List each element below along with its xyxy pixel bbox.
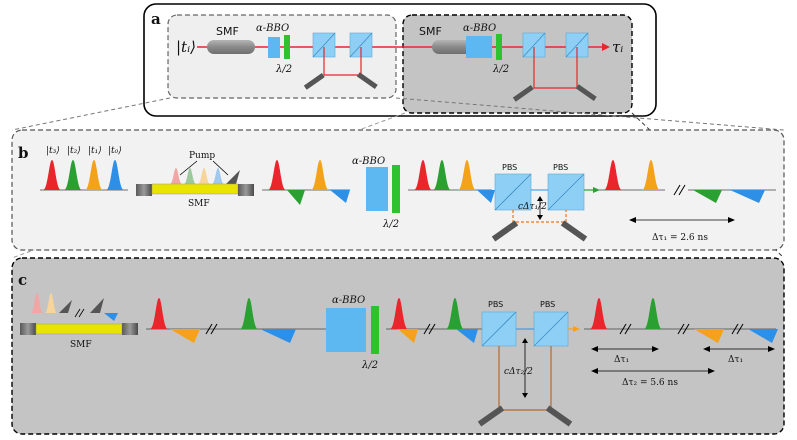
fiber-coupler-right bbox=[238, 184, 254, 196]
waveplate-label-1: λ/2 bbox=[275, 64, 292, 75]
state-label-t0: |t₀⟩ bbox=[108, 146, 122, 156]
pbs-right-label-c: PBS bbox=[540, 300, 555, 309]
pulse-t2 bbox=[64, 160, 82, 190]
pbs-left-label-b: PBS bbox=[502, 163, 517, 172]
panel-b: b |t₃⟩ |t₂⟩ |t₁⟩ |t₀⟩ Pump SMF α-BBO bbox=[11, 129, 785, 251]
tau-right-c: Δτ₁ bbox=[728, 355, 743, 365]
pulse-t0 bbox=[106, 160, 124, 190]
bbo-label-2: α-BBO bbox=[463, 23, 496, 34]
panel-a: a |tᵢ⟩ SMF α-BBO λ/2 SMF α-BBO λ/2 τᵢ bbox=[143, 3, 657, 117]
fiber-coupler-left bbox=[136, 184, 152, 196]
bbo-label-b: α-BBO bbox=[352, 156, 385, 167]
waveplate-label-c: λ/2 bbox=[361, 360, 378, 371]
waveplate-c bbox=[371, 306, 379, 354]
delay-measure-c: Δτ₂ = 5.6 ns bbox=[622, 378, 678, 388]
arrow-right-icon bbox=[593, 187, 600, 193]
mirror-2b bbox=[575, 84, 597, 101]
arrow-up-icon bbox=[522, 338, 528, 343]
mirror-1a bbox=[303, 73, 325, 90]
mirror-2a bbox=[512, 85, 534, 102]
smf-label-b: SMF bbox=[188, 199, 210, 209]
delay-label-b: cΔτ₁/2 bbox=[518, 202, 547, 212]
arrow-up-icon bbox=[537, 196, 543, 201]
state-label-t3: |t₃⟩ bbox=[46, 146, 60, 156]
bbo-crystal-c bbox=[326, 308, 366, 352]
delay-loop-c bbox=[498, 346, 552, 411]
panel-c: c SMF α-BBO λ/2 PB bbox=[11, 257, 785, 435]
smf-label-c: SMF bbox=[70, 340, 92, 350]
arrow-icon bbox=[602, 43, 610, 51]
delay-measure-b: Δτ₁ = 2.6 ns bbox=[652, 233, 708, 243]
bbo-crystal-b bbox=[366, 167, 388, 211]
arrow-down-icon bbox=[522, 393, 528, 398]
smf-fiber-b bbox=[151, 183, 239, 195]
pump-label: Pump bbox=[189, 151, 215, 161]
mirror-c-left bbox=[477, 405, 505, 427]
bbo-label-1: α-BBO bbox=[256, 23, 289, 34]
bbo-crystal-2 bbox=[466, 36, 492, 58]
mirror-1b bbox=[356, 72, 378, 89]
state-label-t1: |t₁⟩ bbox=[88, 146, 102, 156]
smf-fiber-c bbox=[35, 323, 123, 335]
panel-c-label: c bbox=[18, 271, 27, 289]
arrow-right-icon bbox=[573, 326, 580, 332]
input-state-label: |tᵢ⟩ bbox=[176, 38, 196, 56]
waveplate-label-2: λ/2 bbox=[492, 64, 509, 75]
waveplate-2 bbox=[496, 34, 502, 60]
smf-fiber-1 bbox=[207, 40, 255, 54]
mirror-b-left bbox=[491, 220, 519, 242]
delay-label-c: cΔτ₂/2 bbox=[504, 367, 533, 377]
waveplate-1 bbox=[284, 35, 290, 59]
mirror-b-right bbox=[560, 220, 588, 242]
tau-left-c: Δτ₁ bbox=[614, 355, 629, 365]
arrow-down-icon bbox=[537, 215, 543, 220]
smf-label-2: SMF bbox=[419, 25, 442, 38]
fiber-coupler-left-c bbox=[20, 323, 36, 335]
fiber-coupler-right-c bbox=[122, 323, 138, 335]
delay-loop-2 bbox=[533, 47, 578, 89]
bbo-label-c: α-BBO bbox=[332, 295, 365, 306]
bbo-crystal-1 bbox=[268, 37, 280, 58]
panel-a-label: a bbox=[151, 10, 161, 28]
mirror-c-right bbox=[545, 405, 573, 427]
delay-loop-1 bbox=[323, 47, 362, 76]
waveplate-b bbox=[392, 165, 400, 213]
waveplate-label-b: λ/2 bbox=[382, 219, 399, 230]
output-label: τᵢ bbox=[612, 38, 623, 56]
pbs-left-label-c: PBS bbox=[488, 300, 503, 309]
delay-loop-b bbox=[512, 210, 567, 223]
pbs-right-label-b: PBS bbox=[553, 163, 568, 172]
panel-b-label: b bbox=[18, 144, 29, 162]
pulse-t3 bbox=[43, 160, 61, 190]
state-label-t2: |t₂⟩ bbox=[67, 146, 81, 156]
pulse-t1 bbox=[85, 160, 103, 190]
smf-label-1: SMF bbox=[216, 25, 239, 38]
